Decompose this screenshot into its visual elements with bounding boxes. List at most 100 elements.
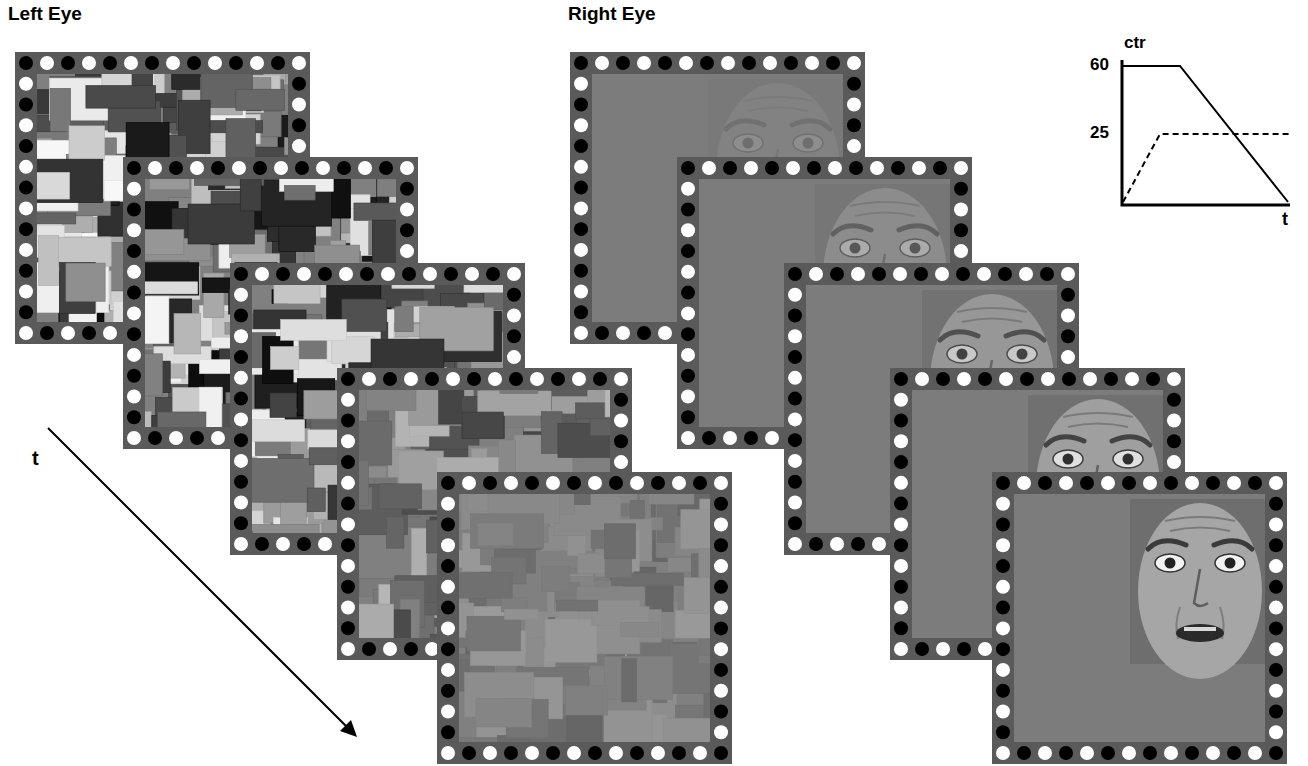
border-dot	[870, 161, 884, 175]
border-dot	[1164, 476, 1178, 490]
border-dot	[525, 476, 539, 490]
border-dot	[788, 433, 802, 447]
border-dot	[341, 414, 355, 428]
border-dot	[507, 309, 521, 323]
border-dot	[1269, 538, 1283, 552]
border-dot	[637, 326, 651, 340]
border-dot	[936, 642, 950, 656]
mondrian-patch	[158, 412, 206, 427]
border-dot	[1083, 372, 1097, 386]
border-dot	[614, 434, 628, 448]
border-dot	[681, 369, 695, 383]
eyebrow	[1046, 437, 1150, 445]
border-dot	[894, 393, 908, 407]
border-dot	[954, 161, 968, 175]
border-dot	[1167, 393, 1181, 407]
border-dot	[996, 538, 1010, 552]
border-dot	[681, 327, 695, 341]
frame-band	[992, 472, 1287, 764]
forehead-wrinkle	[1063, 413, 1133, 427]
border-dot	[234, 475, 248, 489]
mondrian-patch	[476, 698, 532, 727]
border-dot	[788, 371, 802, 385]
mondrian-patch	[332, 337, 375, 364]
border-dot	[1227, 746, 1241, 760]
border-dot	[788, 288, 802, 302]
border-dot	[19, 305, 33, 319]
mondrian-patch	[621, 623, 659, 637]
border-dot	[851, 537, 865, 551]
border-dot	[849, 161, 863, 175]
border-dot	[1061, 267, 1075, 281]
border-dot	[255, 267, 269, 281]
border-dot	[574, 284, 588, 298]
eye-white	[793, 134, 823, 152]
border-dot	[1206, 746, 1220, 760]
mondrian-patch	[145, 354, 162, 396]
border-dot	[651, 746, 665, 760]
border-dot	[274, 161, 288, 175]
border-dot	[763, 56, 777, 70]
border-dot	[341, 434, 355, 448]
border-dot	[996, 559, 1010, 573]
border-dot	[297, 537, 311, 551]
border-dot	[292, 118, 306, 132]
mondrian-patch	[574, 494, 590, 505]
border-dot	[1061, 288, 1075, 302]
border-dot	[700, 56, 714, 70]
border-dot	[786, 161, 800, 175]
border-dot	[574, 181, 588, 195]
mondrian-patch	[253, 524, 319, 533]
border-dot	[19, 77, 33, 91]
border-dot	[1269, 725, 1283, 739]
mondrian-patch	[377, 179, 396, 196]
eye-iris	[743, 138, 754, 149]
border-dot	[124, 56, 138, 70]
mondrian-patch	[252, 420, 305, 442]
border-dot	[425, 372, 439, 386]
border-dot	[788, 454, 802, 468]
mondrian-patch	[649, 494, 694, 504]
frame-content	[1014, 494, 1265, 742]
border-dot	[894, 600, 908, 614]
eye-white	[947, 345, 977, 363]
border-dot	[658, 56, 672, 70]
mondrian-patch	[541, 566, 569, 591]
axis-label: t	[1282, 210, 1288, 230]
border-dot	[672, 746, 686, 760]
border-dot	[996, 601, 1010, 615]
border-dot	[702, 161, 716, 175]
border-dot	[765, 161, 779, 175]
border-dot	[362, 372, 376, 386]
mondrian-patch	[622, 659, 637, 702]
border-dot	[1167, 414, 1181, 428]
border-dot	[956, 267, 970, 281]
border-dot	[574, 118, 588, 132]
border-dot	[441, 684, 455, 698]
border-dot	[744, 431, 758, 445]
border-dot	[362, 642, 376, 656]
border-dot	[234, 392, 248, 406]
stimulus-frame	[437, 472, 778, 766]
border-dot	[486, 267, 500, 281]
border-dot	[507, 288, 521, 302]
border-dot	[255, 537, 269, 551]
border-dot	[297, 267, 311, 281]
panel-heading: Right Eye	[568, 4, 656, 25]
eye-iris	[803, 138, 814, 149]
border-dot	[894, 414, 908, 428]
border-dot	[234, 267, 248, 281]
border-dot	[637, 56, 651, 70]
mondrian-patch	[663, 718, 710, 742]
eye-iris	[957, 349, 968, 360]
mondrian-patch	[284, 185, 315, 200]
border-dot	[681, 431, 695, 445]
border-dot	[714, 476, 728, 490]
border-dot	[276, 537, 290, 551]
border-dot	[441, 580, 455, 594]
border-dot	[721, 56, 735, 70]
border-dot	[714, 580, 728, 594]
border-dot	[681, 306, 695, 320]
mondrian-patch	[459, 573, 512, 598]
border-dot	[483, 476, 497, 490]
